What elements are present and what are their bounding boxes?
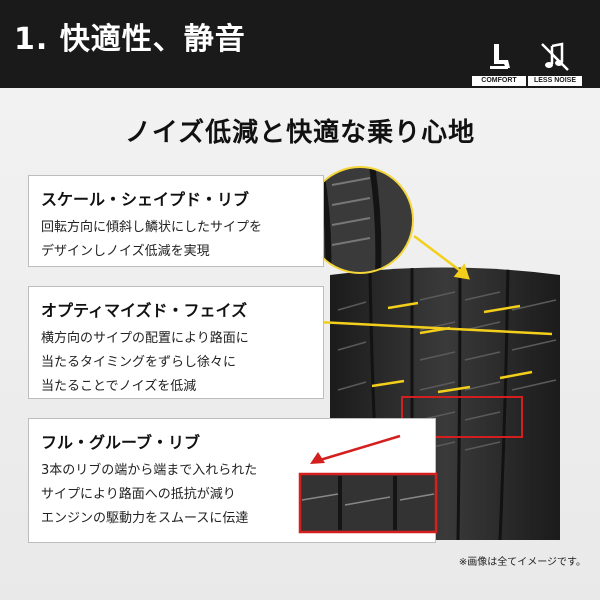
less-noise-label: LESS NOISE [528, 76, 582, 86]
feature-line: 横方向のサイプの配置により路面に [41, 331, 249, 346]
feature-title: フル・グルーブ・リブ [41, 433, 201, 452]
header-bar: 1. 快適性、静音 COMFORT LESS NOISE [0, 0, 600, 88]
feature-line: エンジンの駆動力をスムースに伝達 [41, 511, 249, 526]
section-title: 1. 快適性、静音 [14, 22, 246, 57]
subtitle: ノイズ低減と快適な乗り心地 [124, 118, 476, 148]
feature-line: 回転方向に傾斜し鱗状にしたサイプを [41, 220, 263, 235]
disclaimer-note: ※画像は全てイメージです。 [458, 557, 586, 568]
feature-line: サイプにより路面への抵抗が減り [41, 487, 236, 502]
feature-box-scale-shaped-rib: スケール・シェイプド・リブ 回転方向に傾斜し鱗状にしたサイプを デザインしノイズ… [28, 175, 324, 267]
feature-title: スケール・シェイプド・リブ [41, 190, 250, 209]
seat-icon [476, 40, 522, 74]
comfort-badge: COMFORT [472, 40, 526, 86]
tread-zoom-circle [306, 166, 414, 274]
feature-line: 当たることでノイズを低減 [41, 379, 197, 394]
feature-line: デザインしノイズ低減を実現 [41, 244, 210, 259]
feature-line: 当たるタイミングをずらし徐々に [41, 355, 237, 370]
feature-box-optimized-phase: オプティマイズド・フェイズ 横方向のサイプの配置により路面に 当たるタイミングを… [28, 286, 324, 399]
comfort-label: COMFORT [472, 76, 526, 86]
feature-line: 3本のリブの端から端まで入れられた [41, 463, 258, 478]
feature-title: オプティマイズド・フェイズ [41, 301, 248, 320]
less-noise-badge: LESS NOISE [528, 40, 582, 86]
red-highlight-tire [401, 396, 523, 438]
muted-note-icon [532, 40, 578, 74]
